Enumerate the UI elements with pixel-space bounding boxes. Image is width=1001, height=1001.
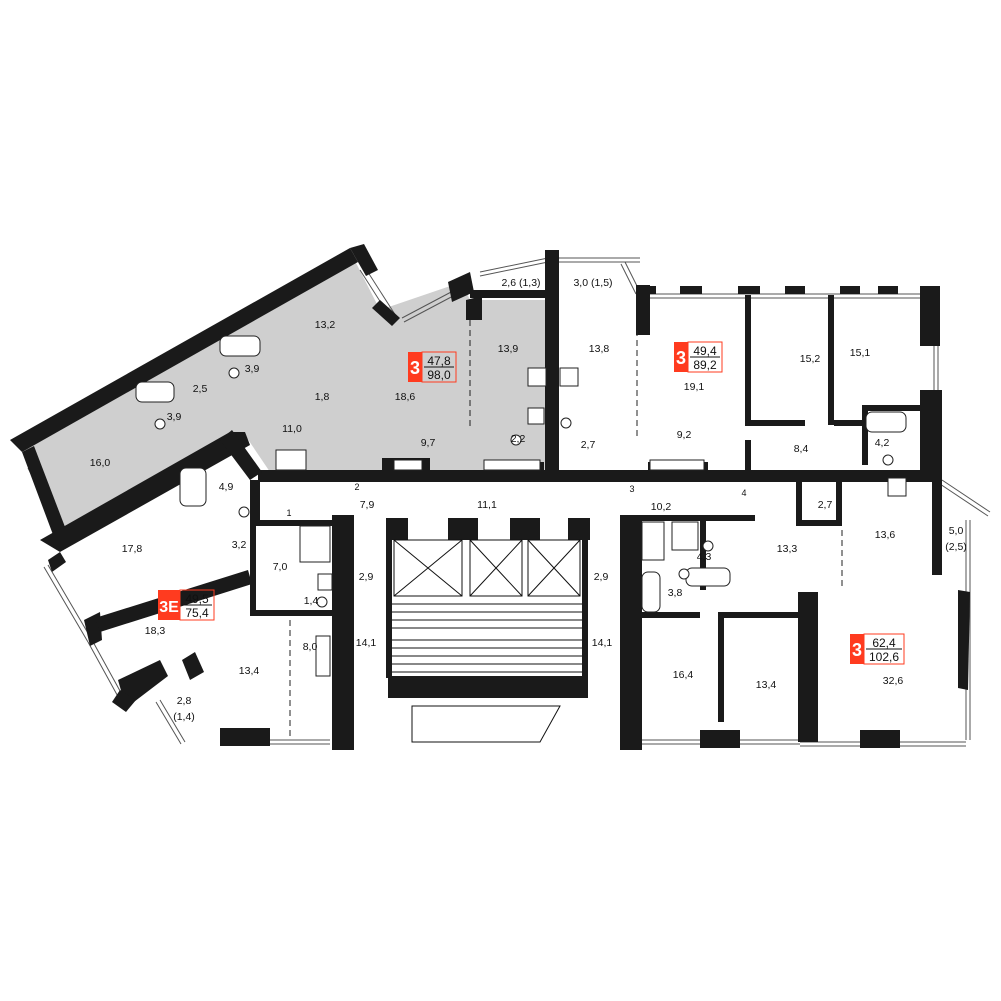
room-label: 16,0 — [90, 457, 111, 469]
apartment-rooms: 3E — [159, 599, 179, 616]
room-label: 1,8 — [315, 391, 330, 403]
room-label: 2,9 — [359, 571, 374, 583]
room-label: 2,7 — [818, 499, 833, 511]
elevator-shafts — [393, 539, 581, 597]
room-label: 8,0 — [303, 641, 318, 653]
apartment-living-area: 47,8 — [427, 354, 451, 368]
door-markers: 1 2 3 4 — [286, 482, 746, 518]
room-label: 11,0 — [282, 423, 302, 435]
room-label: 13,4 — [756, 679, 777, 691]
apartment-living-area: 49,4 — [693, 344, 717, 358]
room-label: 4,9 — [219, 481, 234, 493]
apartment-total-area: 75,4 — [185, 606, 209, 620]
apartment-rooms: 3 — [676, 348, 686, 368]
apartment-living-area: 49,5 — [185, 592, 209, 606]
room-label: 11,1 — [477, 499, 497, 511]
dashed-separators — [289, 320, 843, 738]
apartment-badge-c: 3E 49,5 75,4 — [158, 589, 215, 621]
room-label: 3,0 (1,5) — [573, 277, 612, 289]
room-label: 2,8 — [177, 695, 192, 707]
room-label: 3,9 — [245, 363, 260, 375]
apartment-total-area: 98,0 — [427, 368, 451, 382]
door-marker: 3 — [629, 484, 634, 494]
room-label: 14,1 — [592, 637, 613, 649]
room-labels: 13,2 2,5 3,9 3,9 16,0 1,8 11,0 18,6 13,9… — [90, 277, 967, 723]
room-label: 2,9 — [594, 571, 609, 583]
apartment-total-area: 89,2 — [693, 358, 717, 372]
door-marker: 1 — [286, 508, 291, 518]
apartment-badge-a: 3 47,8 98,0 — [408, 351, 457, 383]
room-label: 15,1 — [850, 347, 871, 359]
room-label: 3,8 — [668, 587, 683, 599]
room-label: 7,0 — [273, 561, 288, 573]
room-label: 2,5 — [193, 383, 208, 395]
apartment-rooms: 3 — [852, 640, 862, 660]
room-label: 13,6 — [875, 529, 896, 541]
apartment-total-area: 102,6 — [869, 650, 899, 664]
room-label: 13,8 — [589, 343, 610, 355]
room-label: 7,9 — [360, 499, 375, 511]
apartment-living-area: 62,4 — [872, 636, 896, 650]
room-label: 10,2 — [651, 501, 672, 513]
room-label: 13,4 — [239, 665, 260, 677]
room-label: 18,3 — [145, 625, 166, 637]
room-label: 17,8 — [122, 543, 143, 555]
room-label: 32,6 — [883, 675, 904, 687]
room-label: 2,7 — [581, 439, 596, 451]
room-label: 9,2 — [677, 429, 692, 441]
room-label: 19,1 — [684, 381, 705, 393]
room-label: 13,9 — [498, 343, 519, 355]
room-label: 5,0 — [949, 525, 964, 537]
fixtures — [135, 335, 907, 677]
room-label: 1,4 — [304, 595, 319, 607]
room-label: 16,4 — [673, 669, 694, 681]
room-label: 3,9 — [167, 411, 182, 423]
apartment-badge-b: 3 49,4 89,2 — [674, 341, 723, 373]
room-label: 14,1 — [356, 637, 377, 649]
room-label: 15,2 — [800, 353, 821, 365]
room-label: 9,7 — [421, 437, 436, 449]
room-label: 4,3 — [697, 551, 712, 563]
room-label: 18,6 — [395, 391, 416, 403]
door-marker: 2 — [354, 482, 359, 492]
room-label: 2,6 (1,3) — [501, 277, 540, 289]
room-label: 8,4 — [794, 443, 809, 455]
stairs — [392, 603, 582, 743]
room-label: 3,2 — [232, 539, 247, 551]
room-label: (2,5) — [945, 541, 967, 553]
room-label: 13,2 — [315, 319, 336, 331]
room-label: 4,2 — [875, 437, 890, 449]
room-label: (1,4) — [173, 711, 195, 723]
room-label: 2,2 — [511, 433, 526, 445]
apartment-rooms: 3 — [410, 358, 420, 378]
room-label: 13,3 — [777, 543, 798, 555]
door-marker: 4 — [741, 488, 746, 498]
apartment-badge-d: 3 62,4 102,6 — [850, 633, 905, 665]
